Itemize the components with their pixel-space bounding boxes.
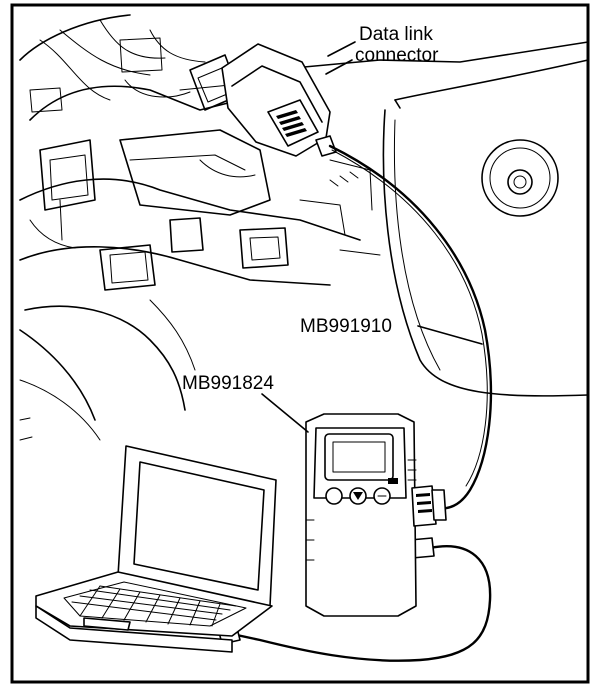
- data-link-connector: [221, 43, 337, 157]
- laptop-computer: [35, 445, 277, 653]
- label-data-link-line2: connector: [355, 45, 439, 66]
- figure-frame: [10, 3, 590, 684]
- leader-lines: [261, 41, 483, 433]
- round-switch: [481, 139, 559, 217]
- vehicle-communication-interface: [305, 413, 447, 617]
- display-inner: [332, 441, 386, 473]
- label-interface: MB991824: [182, 373, 274, 394]
- display-screen: [324, 433, 394, 481]
- dashboard-background: [19, 14, 589, 441]
- label-data-link-line1: Data link: [359, 24, 433, 45]
- label-cable: MB991910: [300, 316, 392, 337]
- cable-mb991910: [328, 144, 493, 510]
- button-left: [325, 487, 343, 505]
